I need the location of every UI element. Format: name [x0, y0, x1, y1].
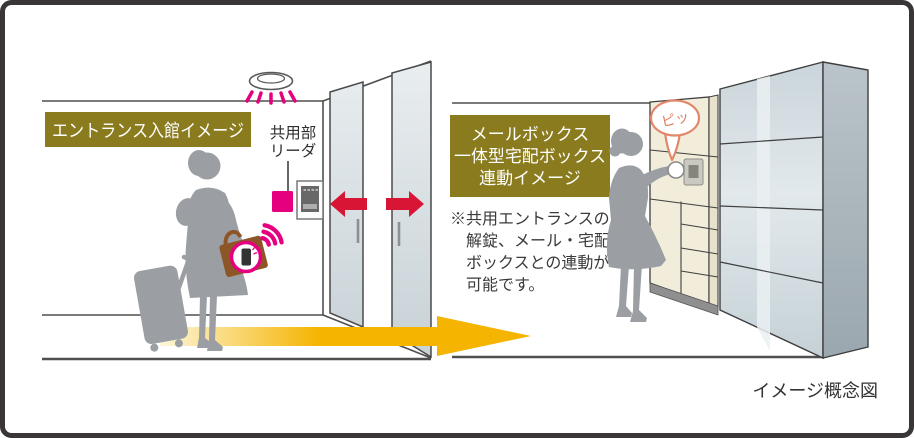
right-scene: メールボックス 一体型宅配ボックス 連動イメージ ※共用エントランスの 解錠、メ… [450, 61, 869, 360]
walking-path-arrow [160, 316, 531, 356]
entrance-title: エントランス入館イメージ [52, 121, 244, 142]
beep-bubble: ピッ [649, 99, 701, 162]
wireless-signal-icon [260, 223, 284, 247]
keyreader-device [272, 191, 293, 212]
keyfob-in-hand [667, 161, 685, 179]
cabinet-base [649, 282, 719, 316]
cabinet-side-panel [822, 61, 869, 359]
mailbox-title-line2: 一体型宅配ボックス [454, 147, 606, 167]
resident-silhouette-right [606, 128, 671, 322]
mailbox-title-badge [450, 115, 610, 197]
mirror-cabinet [719, 61, 869, 360]
note-line4: 可能です。 [466, 275, 544, 294]
linkage-note: ※共用エントランスの 解錠、メール・宅配 ボックスとの連動が 可能です。 [450, 209, 610, 294]
common-reader-caption-line2: リーダ [270, 142, 317, 160]
downlight-rays-icon [245, 90, 297, 105]
intercom-panel [296, 180, 324, 220]
ceiling-light-icon [248, 71, 294, 91]
diagram-caption: イメージ概念図 [752, 380, 878, 402]
entrance-title-badge [45, 112, 251, 147]
mailbox-title-line1: メールボックス [471, 125, 590, 145]
door-open-arrow-left-icon [330, 191, 367, 217]
door-open-arrow-right-icon [386, 191, 424, 217]
mailbox-title-line3: 連動イメージ [479, 169, 581, 189]
common-reader-caption-line1: 共用部 [270, 124, 317, 142]
delivery-box-unit [649, 94, 719, 316]
note-line2: 解錠、メール・宅配 [466, 231, 610, 250]
left-scene: エントランス入館イメージ 共用部 リーダ [42, 60, 531, 361]
mailbox-reader-panel [683, 158, 704, 186]
handbag [219, 229, 268, 277]
beep-text: ピッ [660, 109, 691, 130]
note-line3: ボックスとの連動が [466, 253, 609, 272]
note-line1: ※共用エントランスの [450, 209, 610, 228]
